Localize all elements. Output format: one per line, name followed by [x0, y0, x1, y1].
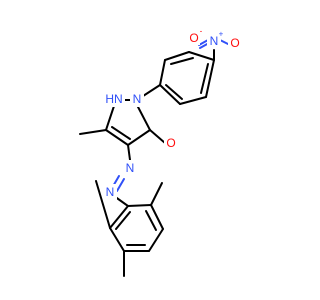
bond-ar2-b — [150, 204, 164, 230]
bond-ar1-e — [179, 96, 207, 105]
svg-text:N: N — [106, 185, 115, 199]
bond-ar1-d — [159, 84, 181, 105]
bond-azo-nn-2 — [116, 178, 125, 192]
bond-ar2-c — [148, 228, 164, 252]
bond-ar2-f-inner — [115, 211, 131, 230]
atom-nitro-n: N + — [207, 30, 224, 49]
atom-nitro-o-top: O - — [186, 27, 203, 45]
svg-text:N: N — [133, 92, 142, 106]
bond-ar2-e — [109, 227, 125, 252]
bond-ar1-f-inner — [200, 63, 209, 94]
molecule-diagram: O - N + O HN N O N N — [0, 0, 300, 300]
svg-text:O: O — [166, 136, 175, 150]
svg-text:N: N — [210, 34, 219, 48]
bond-c5-c4 — [127, 129, 151, 146]
atom-carbonyl-o: O — [164, 135, 178, 151]
bond-ar2-f — [109, 205, 129, 229]
bond-nitro-n-o-right — [219, 39, 229, 45]
atom-nitro-o-right: O — [228, 35, 242, 51]
bond-c4-azo — [127, 144, 131, 161]
atom-pyrazole-nh: HN — [105, 91, 125, 107]
structure-svg: O - N + O HN N O N N — [0, 0, 300, 300]
bond-ar1-f — [205, 59, 215, 98]
bond-c3-nh — [105, 105, 115, 131]
svg-text:N: N — [126, 161, 135, 175]
atom-azo-n2: N — [103, 184, 117, 200]
bond-ar2-a — [127, 204, 152, 207]
bond-n1-c5 — [136, 104, 151, 131]
svg-text:-: - — [200, 27, 203, 36]
bond-ar1-a — [188, 51, 215, 61]
bond-c5-o — [149, 129, 166, 144]
bond-nitro-n-o-top — [198, 39, 209, 46]
bond-ar2-b-inner — [145, 210, 157, 231]
bond-methyl-ortho-right — [150, 182, 163, 206]
bond-c3-methyl — [79, 129, 107, 135]
svg-text:HN: HN — [105, 92, 122, 106]
atom-azo-n1: N — [123, 160, 137, 176]
bond-ar1-d-inner — [165, 84, 183, 100]
bond-c4-c3 — [105, 129, 129, 146]
bond-ar1-c — [159, 59, 166, 86]
bond-ar1-b-inner — [170, 57, 194, 65]
svg-text:O: O — [189, 31, 198, 45]
bond-methyl-ortho-left — [95, 180, 111, 229]
bond-ar1-b — [164, 51, 190, 61]
atom-pyrazole-n1: N — [130, 91, 144, 107]
bond-c4-c3-inner — [111, 126, 131, 140]
svg-text:O: O — [230, 36, 239, 50]
background — [0, 0, 300, 300]
svg-text:+: + — [219, 30, 224, 39]
